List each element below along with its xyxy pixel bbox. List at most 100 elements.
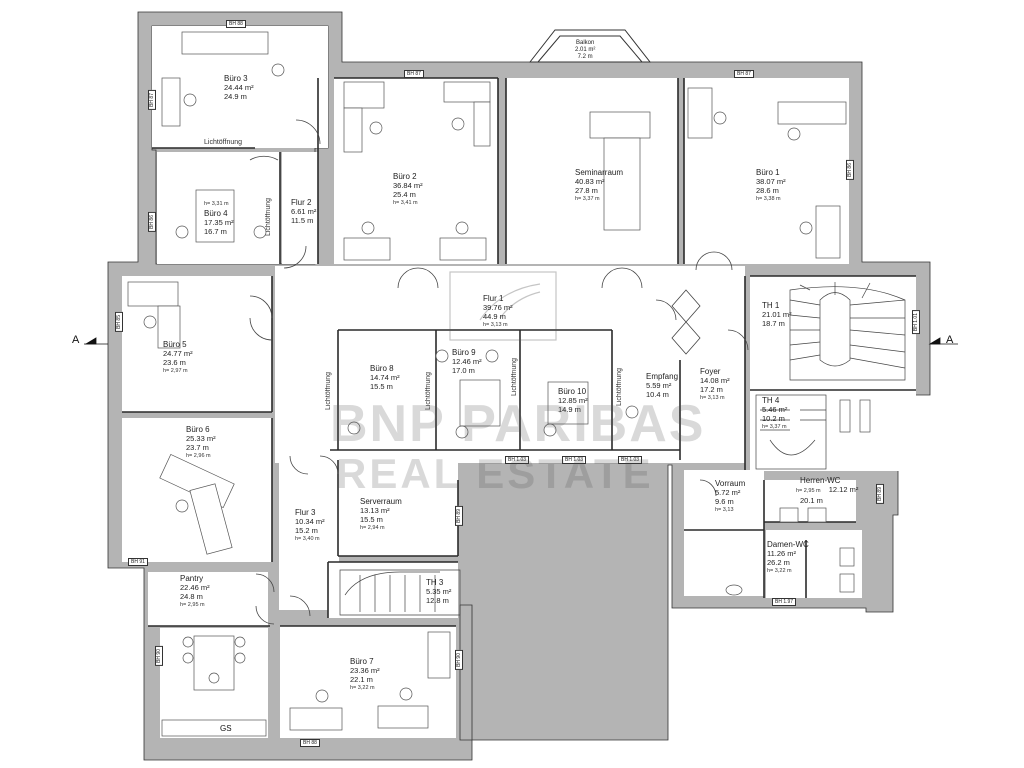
bh-tag: BH 86 — [846, 160, 854, 180]
room-seminarraum: Seminarraum 40.83 m² 27.8 m h= 3,37 m — [575, 168, 623, 204]
room-pantry: Pantry 22.46 m² 24.8 m h= 2,95 m — [180, 574, 210, 610]
bh-tag: BH 89 — [876, 484, 884, 504]
room-herrenwc: Herren-WC h= 2,95 m 12.12 m² 20.1 m — [796, 476, 858, 505]
room-th4: TH 4 5.46 m² 10.2 m h= 3,37 m — [762, 396, 787, 432]
room-perimeter: 17.2 m — [700, 385, 723, 394]
room-buero1: Büro 1 38.07 m² 28.6 m h= 3,38 m — [756, 168, 786, 204]
room-area: 24.77 m² — [163, 349, 193, 358]
bh-tag: BH 1.03 — [562, 456, 587, 464]
room-area: 40.83 m² — [575, 177, 605, 186]
room-name: Büro 5 — [163, 340, 187, 349]
room-name: Vorraum — [715, 479, 746, 488]
bh-tag: BH 91 — [128, 558, 148, 566]
room-perimeter: 15.5 m — [370, 382, 393, 391]
room-name: Büro 8 — [370, 364, 394, 373]
room-perimeter: 20.1 m — [800, 496, 823, 505]
room-height: h= 3,13 m — [700, 395, 725, 401]
stairs-th1 — [789, 282, 906, 381]
room-fills — [122, 26, 916, 738]
room-flur2: Flur 2 6.61 m² 11.5 m — [291, 198, 316, 225]
room-name: Serverraum — [360, 497, 402, 506]
room-height: h= 3,38 m — [756, 196, 781, 202]
room-name: Balkon — [575, 40, 595, 46]
bh-tag: BH 87 — [734, 70, 754, 78]
room-name: Seminarraum — [575, 168, 624, 177]
room-area: 17.35 m² — [204, 218, 234, 227]
room-buero5: Büro 5 24.77 m² 23.6 m h= 2,97 m — [163, 340, 193, 376]
chairs — [143, 63, 813, 703]
room-perimeter: 24.9 m — [224, 92, 247, 101]
room-perimeter: 25.4 m — [393, 190, 416, 199]
room-vorraum: Vorraum 5.72 m² 9.6 m h= 3,13 — [715, 479, 745, 515]
stairs-th3 — [339, 569, 461, 616]
room-buero10: Büro 10 12.85 m² 14.9 m — [558, 387, 588, 414]
room-th3: TH 3 5.35 m² 12.8 m — [426, 578, 451, 605]
room-name: Büro 6 — [186, 425, 210, 434]
room-height: h= 3,22 m — [350, 685, 375, 691]
room-area: 24.44 m² — [224, 83, 254, 92]
reception — [671, 289, 701, 355]
room-perimeter: 11.5 m — [291, 216, 314, 225]
room-height: h= 3,40 m — [295, 536, 320, 542]
room-area: 5.59 m² — [646, 381, 672, 390]
room-th1: TH 1 21.01 m² 18.7 m — [762, 301, 792, 328]
room-height: h= 2,95 m — [796, 488, 821, 494]
room-height: h= 3,22 m — [767, 568, 792, 574]
room-area: 5.46 m² — [762, 405, 788, 414]
room-name: TH 1 — [762, 301, 780, 310]
room-name: Pantry — [180, 574, 204, 583]
room-buero8: Büro 8 14.74 m² 15.5 m — [370, 364, 400, 391]
room-perimeter: 10.4 m — [646, 390, 669, 399]
room-area: 2.01 m² — [575, 47, 596, 53]
room-height: h= 2,97 m — [163, 368, 188, 374]
watermark-line1: BNP PARIBAS — [330, 395, 706, 453]
room-name: Flur 3 — [295, 508, 316, 517]
room-serverraum: Serverraum 13.13 m² 15.5 m h= 2,94 m — [360, 497, 402, 533]
bh-tag: BH 87 — [148, 90, 156, 110]
room-area: 10.34 m² — [295, 517, 325, 526]
room-name: Büro 9 — [452, 348, 476, 357]
room-perimeter: 18.7 m — [762, 319, 785, 328]
room-name: Büro 4 — [204, 209, 228, 218]
room-perimeter: 9.6 m — [715, 497, 734, 506]
room-height: h= 3,37 m — [762, 424, 787, 430]
furniture — [127, 31, 847, 737]
room-height: h= 2,96 m — [186, 453, 211, 459]
bh-tag: BH 1.01 — [912, 310, 920, 335]
room-area: 39.76 m² — [483, 303, 513, 312]
stairs-th4 — [755, 394, 827, 470]
room-perimeter: 27.8 m — [575, 186, 598, 195]
room-area: 13.13 m² — [360, 506, 390, 515]
section-markers — [84, 337, 958, 345]
room-balkon: Balkon 2.01 m² 7.2 m — [575, 40, 595, 61]
balcony — [528, 29, 652, 63]
room-area: 11.26 m² — [767, 549, 797, 558]
room-name: Foyer — [700, 367, 721, 376]
bh-tag: BH 1.03 — [505, 456, 530, 464]
door-swings — [249, 119, 749, 625]
bh-tag: BH 90 — [455, 650, 463, 670]
room-perimeter: 23.7 m — [186, 443, 209, 452]
room-perimeter: 26.2 m — [767, 558, 790, 567]
room-name: Flur 2 — [291, 198, 312, 207]
bh-tag: BH 87 — [404, 70, 424, 78]
room-area: 5.72 m² — [715, 488, 741, 497]
room-area: 12.12 m² — [828, 485, 859, 494]
room-buero4: h= 3,31 m Büro 4 17.35 m² 16.7 m — [204, 200, 234, 236]
section-marker-right: A — [946, 334, 954, 346]
room-buero6: Büro 6 25.33 m² 23.7 m h= 2,96 m — [186, 425, 216, 461]
lichtoeffnung-label: Lichtöffnung — [265, 198, 272, 237]
bh-tag: BH 86 — [148, 212, 156, 232]
room-empfang: Empfang 5.59 m² 10.4 m — [646, 372, 678, 399]
room-perimeter: 15.5 m — [360, 515, 383, 524]
room-perimeter: 23.6 m — [163, 358, 186, 367]
room-buero3: Büro 3 24.44 m² 24.9 m — [224, 74, 254, 101]
room-damenwc: Damen-WC 11.26 m² 26.2 m h= 3,22 m — [767, 540, 809, 576]
room-perimeter: 16.7 m — [204, 227, 227, 236]
room-perimeter: 12.8 m — [426, 596, 449, 605]
section-marker-left: A — [72, 334, 80, 346]
room-name: Büro 3 — [224, 74, 248, 83]
bh-tag: BH 88 — [300, 739, 320, 747]
room-foyer: Foyer 14.08 m² 17.2 m h= 3,13 m — [700, 367, 730, 403]
